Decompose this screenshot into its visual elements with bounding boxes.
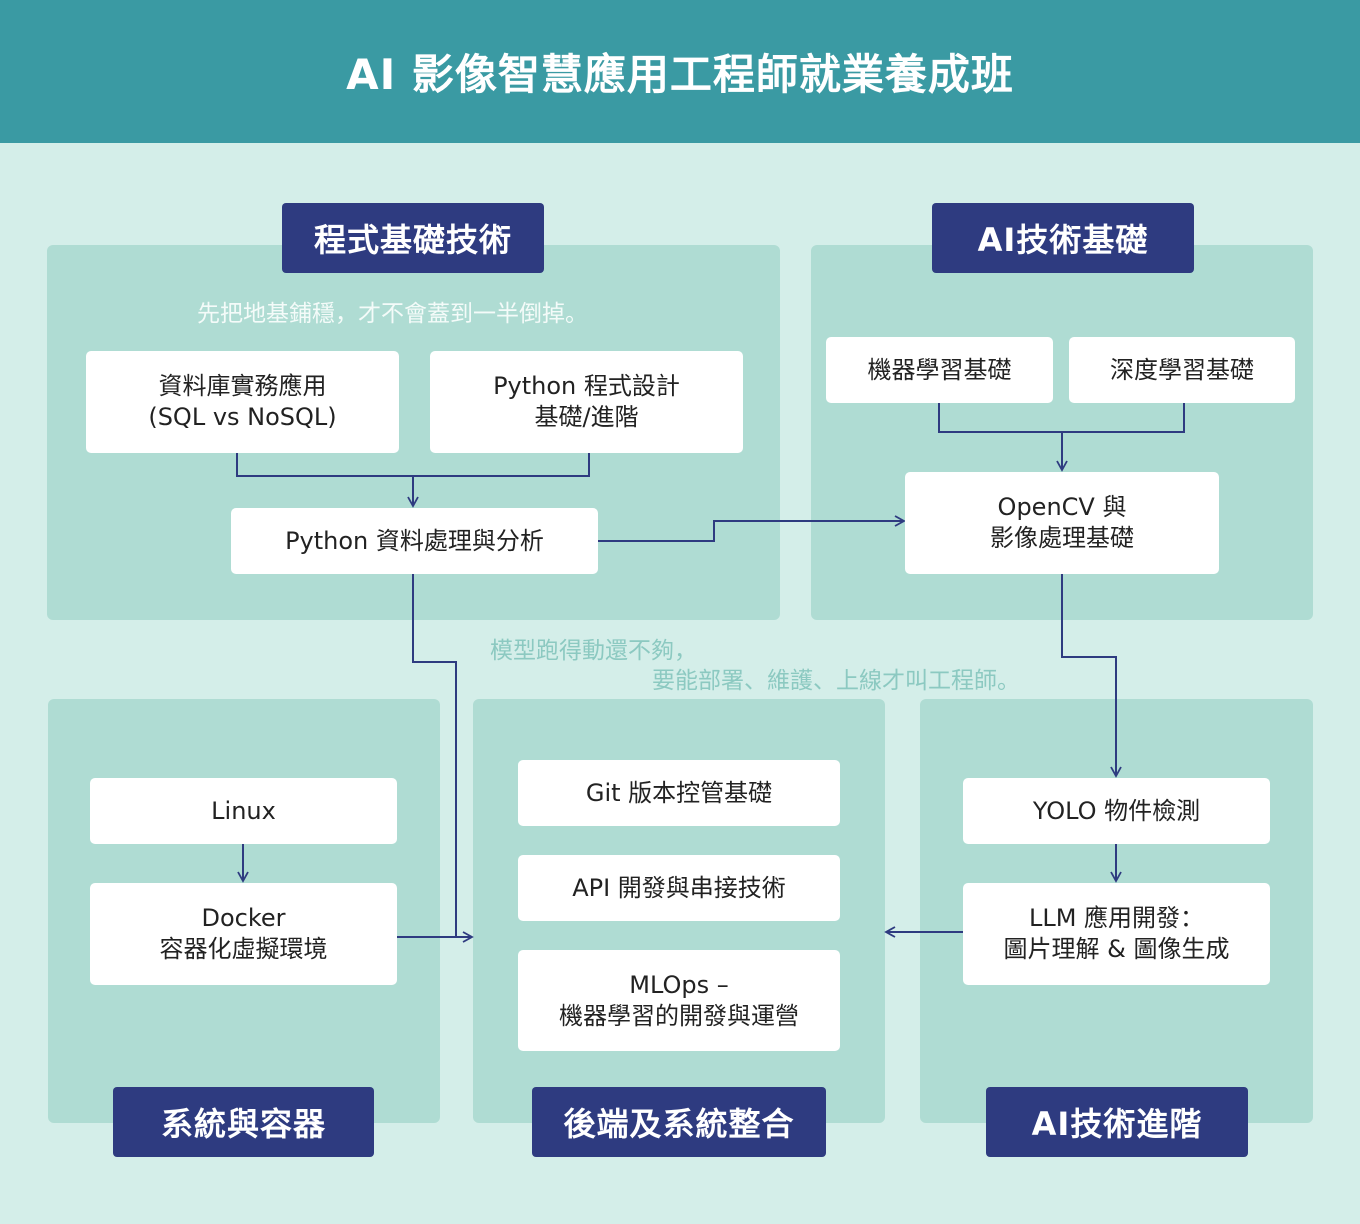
- tag-system: 系統與容器: [113, 1087, 374, 1157]
- box-ml-label: 機器學習基礎: [867, 355, 1012, 384]
- line-analysis-down: [412, 574, 457, 937]
- box-opencv-line2: 影像處理基礎: [990, 524, 1134, 552]
- box-python-line1: Python 程式設計: [493, 372, 680, 400]
- box-yolo-label: YOLO 物件檢測: [1032, 796, 1201, 825]
- box-docker-line1: Docker: [201, 904, 286, 932]
- box-machine-learning: 機器學習基礎: [826, 337, 1053, 403]
- tag-ai-advanced: AI技術進階: [986, 1087, 1248, 1157]
- box-git: Git 版本控管基礎: [518, 760, 840, 826]
- box-python-programming: Python 程式設計 基礎/進階: [430, 351, 743, 453]
- box-linux: Linux: [90, 778, 397, 844]
- box-mlops: MLOps – 機器學習的開發與運營: [518, 950, 840, 1051]
- box-linux-label: Linux: [211, 796, 276, 825]
- box-llm-line2: 圖片理解 & 圖像生成: [1003, 935, 1230, 963]
- box-database-line1: 資料庫實務應用: [158, 372, 327, 400]
- tag-programming: 程式基礎技術: [282, 203, 544, 273]
- box-llm-line1: LLM 應用開發：: [1028, 904, 1205, 932]
- box-opencv-line1: OpenCV 與: [997, 493, 1127, 521]
- box-analysis-label: Python 資料處理與分析: [285, 526, 544, 555]
- box-dl-label: 深度學習基礎: [1110, 355, 1254, 384]
- box-git-label: Git 版本控管基礎: [585, 778, 773, 807]
- tag-backend: 後端及系統整合: [532, 1087, 826, 1157]
- box-docker-line2: 容器化虛擬環境: [159, 935, 328, 963]
- box-deep-learning: 深度學習基礎: [1069, 337, 1295, 403]
- note-deploy-line1: 模型跑得動還不夠，: [490, 638, 697, 664]
- box-database-line2: (SQL vs NoSQL): [148, 403, 337, 431]
- box-yolo: YOLO 物件檢測: [963, 778, 1270, 844]
- page-title: AI 影像智慧應用工程師就業養成班: [346, 50, 1014, 99]
- box-database: 資料庫實務應用 (SQL vs NoSQL): [86, 351, 399, 453]
- connector-ml-dl: [938, 403, 1185, 433]
- box-python-analysis: Python 資料處理與分析: [231, 508, 598, 574]
- note-foundation: 先把地基鋪穩，才不會蓋到一半倒掉。: [197, 301, 588, 327]
- header-banner: AI 影像智慧應用工程師就業養成班: [0, 0, 1360, 143]
- box-python-line2: 基礎/進階: [534, 403, 639, 431]
- tag-ai-basic: AI技術基礎: [932, 203, 1194, 273]
- arrow-analysis-to-opencv: [598, 515, 906, 542]
- box-llm: LLM 應用開發： 圖片理解 & 圖像生成: [963, 883, 1270, 985]
- box-api-label: API 開發與串接技術: [572, 873, 786, 902]
- connector-db-python: [236, 453, 590, 477]
- arrow-opencv-to-yolo: [1061, 574, 1122, 778]
- box-docker: Docker 容器化虛擬環境: [90, 883, 397, 985]
- box-mlops-line2: 機器學習的開發與運營: [559, 1001, 799, 1030]
- box-mlops-line1: MLOps –: [629, 970, 729, 999]
- box-api: API 開發與串接技術: [518, 855, 840, 921]
- note-deploy-line2: 要能部署、維護、上線才叫工程師。: [652, 668, 1020, 694]
- box-opencv: OpenCV 與 影像處理基礎: [905, 472, 1219, 574]
